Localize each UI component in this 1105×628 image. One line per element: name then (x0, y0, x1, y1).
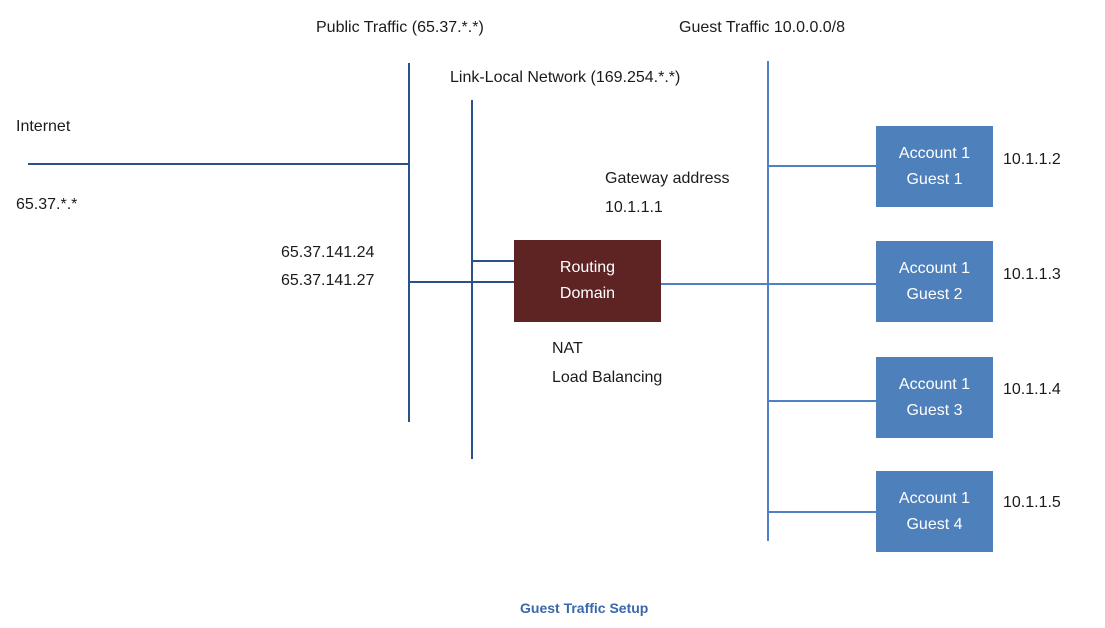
guest-traffic-bus-line (767, 61, 769, 541)
linklocal-to-routing-connector-line (472, 260, 514, 262)
guest-box-4: Account 1 Guest 4 (876, 471, 993, 552)
internet-ip-label: 65.37.*.* (16, 196, 78, 213)
guest-box-1-guest-label: Guest 1 (906, 170, 963, 188)
gateway-address-label: Gateway address (605, 170, 730, 187)
nat-label: NAT (552, 340, 583, 357)
figure-caption: Guest Traffic Setup (520, 600, 649, 616)
guest-4-ip-label: 10.1.1.5 (1003, 494, 1061, 511)
public-traffic-bus-line (408, 63, 410, 422)
guest-3-ip-label: 10.1.1.4 (1003, 381, 1061, 398)
public-to-routing-connector-line (410, 281, 514, 283)
link-local-network-label: Link-Local Network (169.254.*.*) (450, 69, 681, 86)
guest-box-1-account-label: Account 1 (898, 144, 971, 162)
link-local-bus-line (471, 100, 473, 459)
load-balancing-label: Load Balancing (552, 369, 663, 386)
guest-traffic-label: Guest Traffic 10.0.0.0/8 (679, 19, 846, 36)
guest4-connector-line (768, 511, 876, 513)
guest-box-3: Account 1 Guest 3 (876, 357, 993, 438)
routing-domain-label-line1: Routing (559, 259, 616, 276)
guest-box-3-guest-label: Guest 3 (906, 401, 963, 419)
guest3-connector-line (768, 400, 876, 402)
guest-box-2-account-label: Account 1 (898, 259, 971, 277)
public-ip-2-label: 65.37.141.27 (281, 272, 375, 289)
internet-link-line (28, 163, 410, 165)
guest-box-4-account-label: Account 1 (898, 489, 971, 507)
routing-domain-label-line2: Domain (559, 285, 616, 302)
guest-box-3-account-label: Account 1 (898, 375, 971, 393)
guest1-connector-line (768, 165, 876, 167)
internet-label: Internet (16, 118, 71, 135)
routing-domain-box: Routing Domain (514, 240, 661, 322)
guest-box-2: Account 1 Guest 2 (876, 241, 993, 322)
guest-box-1: Account 1 Guest 1 (876, 126, 993, 207)
guest-2-ip-label: 10.1.1.3 (1003, 266, 1061, 283)
guest-box-4-guest-label: Guest 4 (906, 515, 963, 533)
gateway-ip-label: 10.1.1.1 (605, 199, 663, 216)
routing-to-guest2-connector-line (661, 283, 876, 285)
public-ip-1-label: 65.37.141.24 (281, 244, 375, 261)
public-traffic-label: Public Traffic (65.37.*.*) (316, 19, 484, 36)
guest-1-ip-label: 10.1.1.2 (1003, 151, 1061, 168)
guest-box-2-guest-label: Guest 2 (906, 285, 963, 303)
